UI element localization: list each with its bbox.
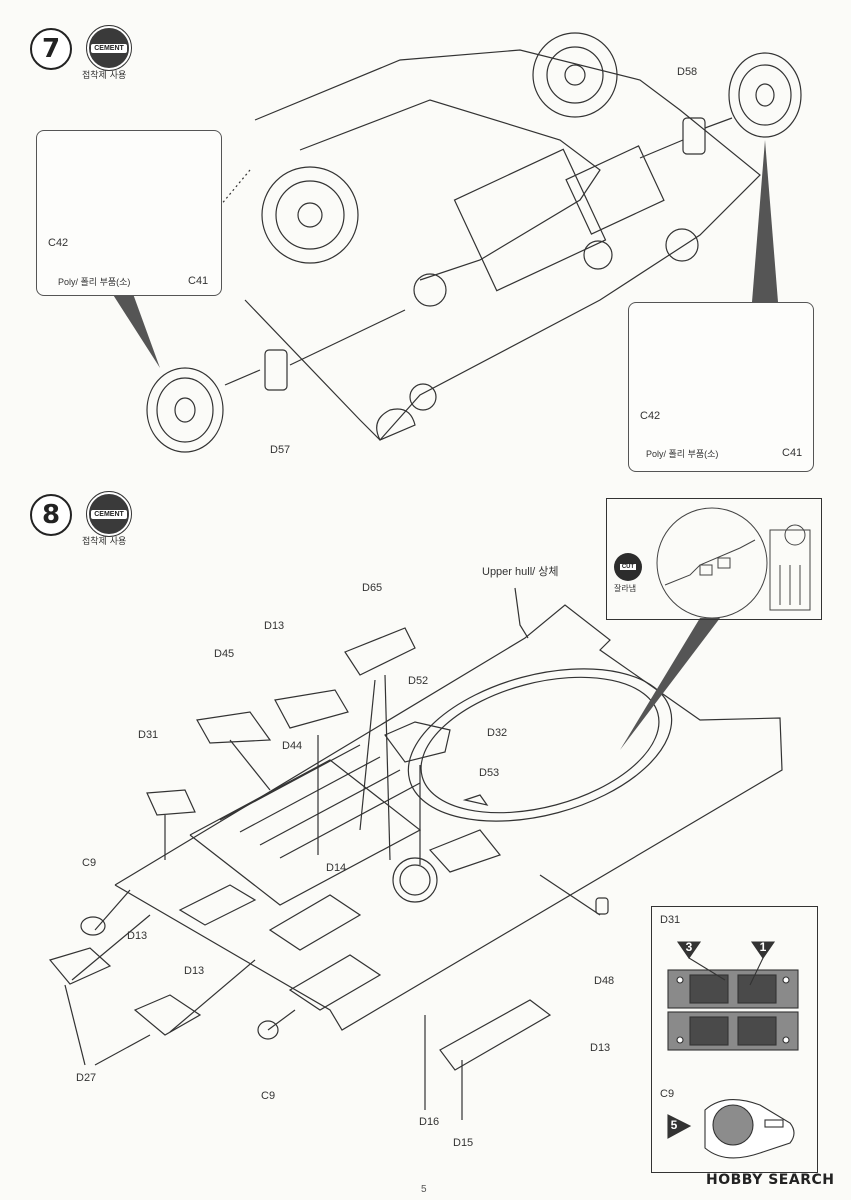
label-d53: D53 <box>479 767 500 779</box>
detail-box <box>651 906 818 1173</box>
label-d57: D57 <box>270 444 291 456</box>
cut-detail-inset <box>606 498 822 620</box>
label-d32: D32 <box>487 727 508 739</box>
step-number-8: 8 <box>30 494 72 536</box>
step-number-7: 7 <box>30 28 72 70</box>
label-c41-left: C41 <box>188 275 209 287</box>
label-poly-right: Poly/ 폴리 부품(소) <box>646 449 719 459</box>
label-d13-left: D13 <box>127 930 148 942</box>
label-c42-right: C42 <box>640 410 661 422</box>
label-c9-left: C9 <box>82 857 97 869</box>
inset-wheel-assembly-left <box>36 130 222 296</box>
label-c9-bottom: C9 <box>261 1090 276 1102</box>
cement-note: 접착제 사용 <box>82 537 127 547</box>
page-number: 5 <box>421 1184 427 1195</box>
cut-badge-label: CUT <box>619 564 637 570</box>
detail-c9-title: C9 <box>660 1088 675 1100</box>
watermark-brand: HOBBY SEARCH <box>706 1172 835 1188</box>
label-d13-right: D13 <box>590 1042 611 1054</box>
cut-icon: CUT <box>614 553 642 581</box>
label-c41-right: C41 <box>782 447 803 459</box>
label-poly-left: Poly/ 폴리 부품(소) <box>58 277 131 287</box>
callout-1: 1 <box>759 940 767 954</box>
label-d44: D44 <box>282 740 303 752</box>
label-d16: D16 <box>419 1116 440 1128</box>
detail-d31-title: D31 <box>660 914 681 926</box>
label-d15: D15 <box>453 1137 474 1149</box>
label-d31: D31 <box>138 729 159 741</box>
cement-icon: CEMENT <box>86 25 132 71</box>
label-d14: D14 <box>326 862 347 874</box>
cement-icon: CEMENT <box>86 491 132 537</box>
callout-5: 5 <box>670 1118 678 1132</box>
label-d13-mid: D13 <box>184 965 205 977</box>
cement-badge-label: CEMENT <box>91 509 127 519</box>
label-d48: D48 <box>594 975 615 987</box>
callout-3: 3 <box>685 940 693 954</box>
cement-note: 접착제 사용 <box>82 71 127 81</box>
label-upper-hull: Upper hull/ 상체 <box>482 566 559 578</box>
label-d58: D58 <box>677 66 698 78</box>
inset-wheel-assembly-right <box>628 302 814 472</box>
cut-note: 잘라냄 <box>614 584 637 593</box>
label-d45: D45 <box>214 648 235 660</box>
label-c42-left: C42 <box>48 237 69 249</box>
label-d65: D65 <box>362 582 383 594</box>
label-d27: D27 <box>76 1072 97 1084</box>
label-d13-top: D13 <box>264 620 285 632</box>
cement-badge-label: CEMENT <box>91 43 127 53</box>
label-d52: D52 <box>408 675 429 687</box>
